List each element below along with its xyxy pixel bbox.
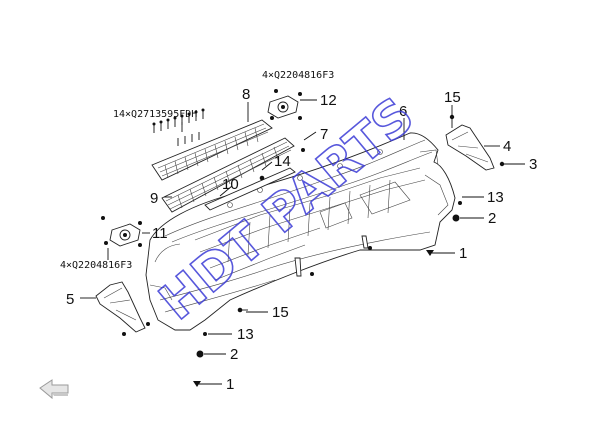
screw-qty-label: 14×Q2713595FDH xyxy=(113,109,197,120)
left-fog-lamp-bezel xyxy=(109,223,141,247)
callout-9: 9 xyxy=(150,190,158,207)
lower-grille-mesh xyxy=(161,137,295,213)
clip-qty-upper-label: 4×Q2204816F3 xyxy=(262,70,334,81)
callout-4: 4 xyxy=(503,138,511,155)
callout-15-top: 15 xyxy=(444,89,461,106)
upper-grille-mesh xyxy=(151,119,273,181)
callout-1-lower: 1 xyxy=(226,376,234,393)
screw-row xyxy=(152,108,205,146)
callout-2-lower: 2 xyxy=(230,346,238,363)
callout-8: 8 xyxy=(242,86,250,103)
leader-lines xyxy=(80,99,525,385)
right-fog-lamp-bezel xyxy=(267,95,299,119)
callout-13-lower: 13 xyxy=(237,326,254,343)
left-side-bracket xyxy=(95,281,146,333)
callout-15-lower: 15 xyxy=(272,304,289,321)
callout-1-right: 1 xyxy=(459,245,467,262)
bumper-cover xyxy=(145,132,456,331)
callout-10: 10 xyxy=(222,176,239,193)
clip-qty-lower-label: 4×Q2204816F3 xyxy=(60,260,132,271)
back-arrow-icon[interactable] xyxy=(39,379,69,400)
right-side-bracket xyxy=(445,124,495,171)
callout-6: 6 xyxy=(399,103,407,120)
callout-3: 3 xyxy=(529,156,537,173)
fasteners xyxy=(101,89,505,387)
callout-2-right: 2 xyxy=(488,210,496,227)
callout-11: 11 xyxy=(152,225,168,242)
callout-13-right: 13 xyxy=(487,189,504,206)
retainer-strip xyxy=(204,167,296,211)
callout-7: 7 xyxy=(320,126,328,143)
callout-12: 12 xyxy=(320,92,337,109)
callout-14: 14 xyxy=(274,153,291,170)
callout-5: 5 xyxy=(66,291,74,308)
